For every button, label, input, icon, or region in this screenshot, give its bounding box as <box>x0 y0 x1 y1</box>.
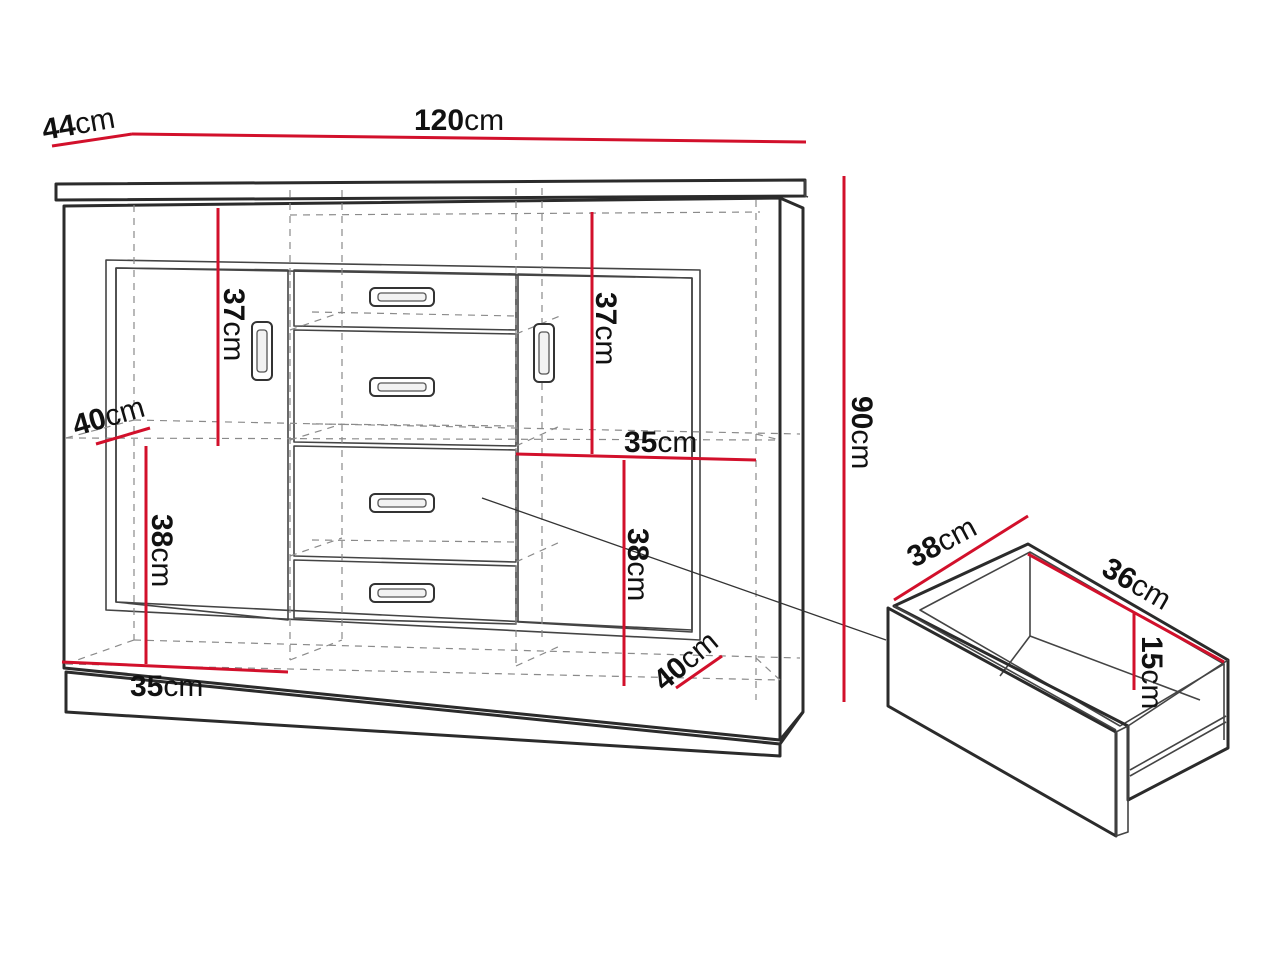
dim-line-right-shelf-depth <box>675 654 723 690</box>
label-left-upper-height: 37cm <box>217 288 250 361</box>
dim-line-left-shelf-depth <box>95 426 151 446</box>
label-right-upper-height: 37cm <box>589 292 622 365</box>
front-frame-outer <box>105 259 701 641</box>
sideboard-side-panel <box>778 196 805 742</box>
right-door-handle-icon <box>533 323 555 383</box>
label-left-lower-height: 38cm <box>145 514 178 587</box>
drawer-detail-leader-line <box>481 497 887 641</box>
label-drawer-height: 15cm <box>1135 636 1168 709</box>
sideboard-plinth <box>64 670 782 758</box>
drawer-1 <box>293 269 517 331</box>
left-door <box>115 267 289 621</box>
label-top-depth: 44cm <box>39 102 117 147</box>
drawer-handle-icon-1 <box>369 287 435 307</box>
drawer-detail <box>886 542 1230 838</box>
label-left-lower-width: 35cm <box>130 670 203 703</box>
sideboard-top-slab <box>54 178 807 202</box>
drawer-detail-front <box>886 606 1118 838</box>
label-overall-height: 90cm <box>845 396 878 469</box>
dim-line-top-depth <box>51 132 133 148</box>
sideboard <box>54 178 887 758</box>
label-drawer-depth: 38cm <box>902 511 982 575</box>
right-door <box>517 273 693 633</box>
drawer-handle-icon-3 <box>369 493 435 513</box>
dimension-lines <box>51 132 1225 702</box>
drawer-handle-icon-4 <box>369 583 435 603</box>
drawer-detail-side <box>892 542 1230 802</box>
dim-line-drawer-depth <box>893 514 1029 602</box>
dim-line-left-lower-width <box>61 660 289 674</box>
left-door-handle-icon <box>251 321 273 381</box>
label-right-lower-height: 38cm <box>621 528 654 601</box>
label-overall-width: 120cm <box>414 104 504 137</box>
dim-line-overall-width <box>131 132 807 144</box>
dim-line-drawer-width <box>1027 552 1225 664</box>
label-left-shelf-depth: 40cm <box>69 391 149 443</box>
dim-line-right-compartment-width <box>515 452 757 462</box>
dimension-labels: 44cm 120cm 90cm 37cm 37cm 40cm 35cm 38cm… <box>39 102 1176 710</box>
drawer-handle-icon-2 <box>369 377 435 397</box>
label-right-compartment-width: 35cm <box>624 426 697 459</box>
